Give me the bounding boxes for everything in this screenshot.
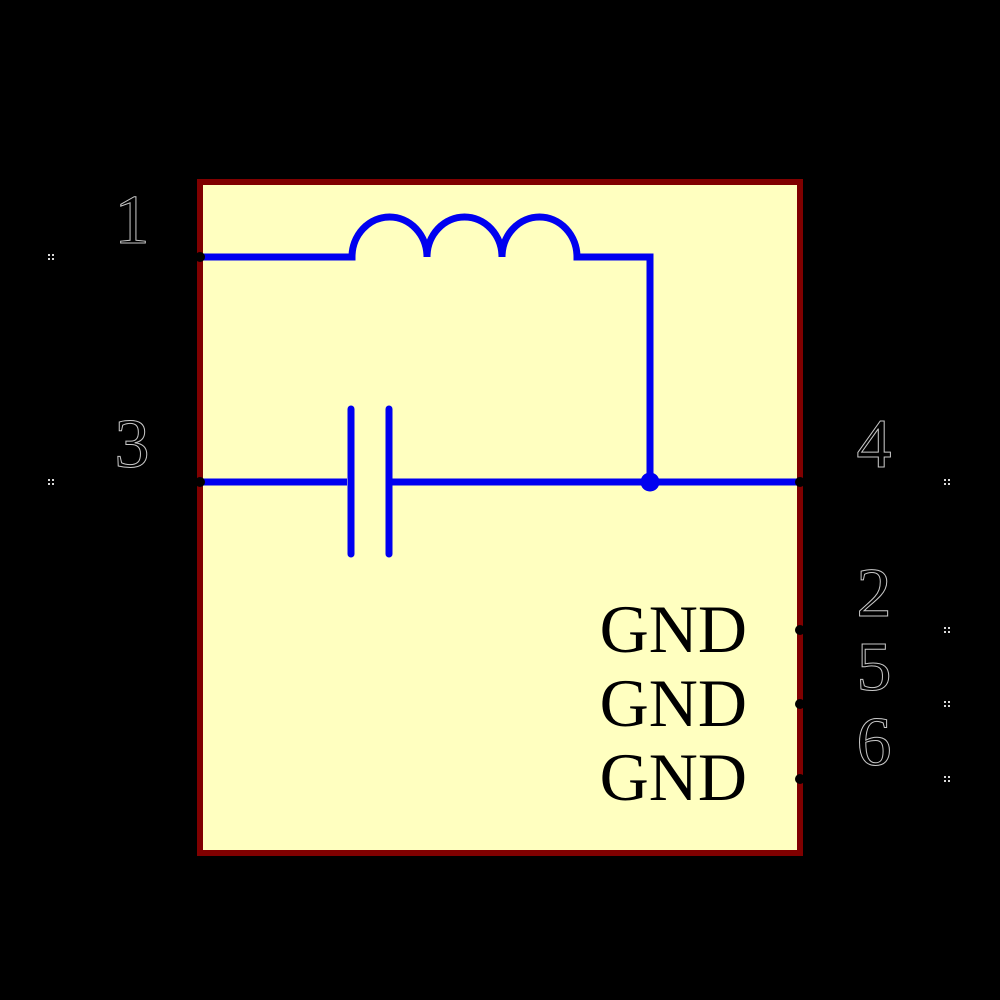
pin-connection-dot [195, 252, 205, 262]
pin-label-gnd[interactable]: GND [600, 739, 747, 815]
pin-6[interactable]: 6 GND [600, 704, 950, 815]
pin-5[interactable]: 5 GND [600, 629, 950, 741]
pin-connection-dot [795, 625, 805, 635]
pin-end-marker-icon [944, 627, 950, 633]
pin-label-gnd[interactable]: GND [600, 591, 747, 667]
pin-connection-dot [795, 774, 805, 784]
pin-end-marker-icon [944, 776, 950, 782]
inductor[interactable] [200, 213, 654, 482]
pin-end-marker-icon [48, 479, 54, 485]
pin-end-marker-icon [48, 254, 54, 260]
pin-number: 1 [115, 182, 150, 259]
pin-end-marker-icon [944, 701, 950, 707]
pin-4[interactable]: 4 [795, 406, 950, 487]
pin-2[interactable]: 2 GND [600, 555, 950, 667]
pin-number: 2 [857, 555, 892, 632]
pin-connection-dot [195, 477, 205, 487]
capacitor[interactable] [200, 405, 797, 558]
pin-number: 4 [857, 406, 892, 483]
symbol-body[interactable] [197, 179, 803, 856]
inductor-symbol[interactable] [200, 213, 654, 482]
pin-label-gnd[interactable]: GND [600, 665, 747, 741]
pin-end-marker-icon [944, 479, 950, 485]
pin-3[interactable]: 3 [48, 406, 205, 487]
pin-1[interactable]: 1 [48, 182, 205, 262]
junction-dot[interactable] [640, 472, 660, 492]
pin-connection-dot [795, 477, 805, 487]
pin-connection-dot [795, 699, 805, 709]
pin-number: 6 [857, 704, 892, 781]
pin-number: 3 [115, 406, 150, 483]
pin-number: 5 [857, 629, 892, 706]
